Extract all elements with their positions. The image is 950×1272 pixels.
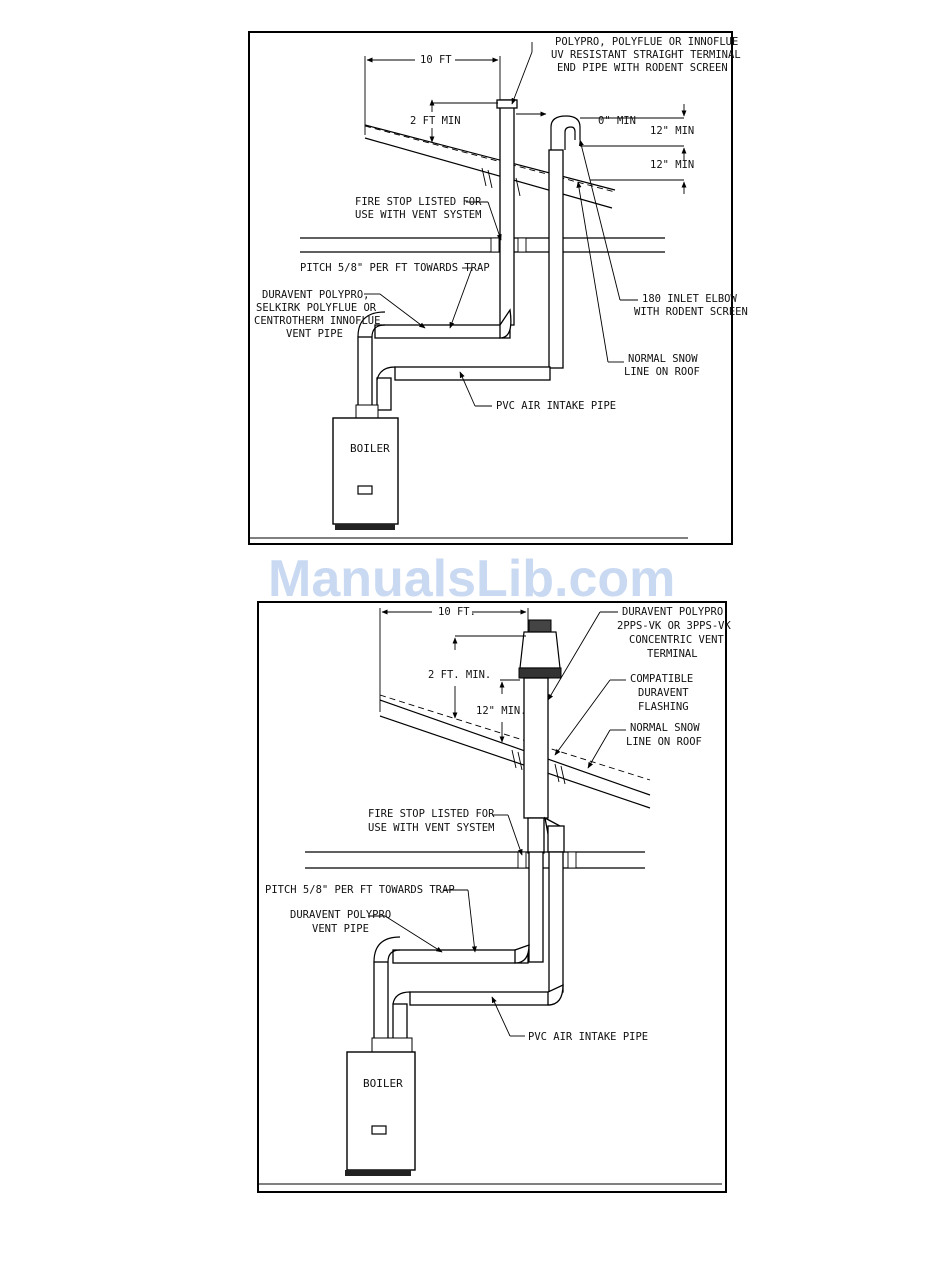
fire-stop-label-top-1: FIRE STOP LISTED FOR [355,196,482,208]
leaders-top [364,42,638,407]
fire-stop-label-top-2: USE WITH VENT SYSTEM [355,209,481,221]
flashing-label-bottom-2: DURAVENT [638,687,689,699]
intake-pipe-top [376,115,581,411]
vent-pipe-label-top-1: DURAVENT POLYPRO, [262,289,369,301]
boiler-bottom: BOILER [345,1037,416,1176]
vent-pipe-top [357,99,518,408]
snow-label-top-2: LINE ON ROOF [624,366,700,378]
dimensions-top [364,56,687,194]
terminal-label-top-1: POLYPRO, POLYFLUE OR INNOFLUE [555,36,738,48]
boiler-top: BOILER [332,404,399,530]
roof-top [364,124,616,209]
fire-stop-label-bottom-2: USE WITH VENT SYSTEM [368,822,494,834]
terminal-label-top-2: UV RESISTANT STRAIGHT TERMINAL [551,49,741,61]
snow-label-top-1: NORMAL SNOW [628,353,698,365]
vent-pipe-label-top-4: VENT PIPE [286,328,343,340]
boiler-label-top: BOILER [350,442,390,455]
concentric-terminal-bottom [518,619,565,854]
snow-label-bottom-1: NORMAL SNOW [630,722,700,734]
terminal-label-bottom-1: DURAVENT POLYPRO [622,606,723,618]
diagram-top: BOILER 10 FT 2 FT MIN 0" MIN 12" MIN 12"… [248,31,748,545]
ceiling-top [300,237,665,253]
terminal-label-bottom-4: TERMINAL [647,648,698,660]
pitch-label-bottom: PITCH 5/8" PER FT TOWARDS TRAP [265,884,455,896]
dim-above-roof-top: 2 FT MIN [410,115,461,127]
leaders-bottom [368,611,626,1037]
diagram-top-frame [248,31,733,545]
dimensions-bottom [379,608,529,743]
boiler-label-bottom: BOILER [363,1077,403,1090]
dim-horizontal-bottom: 10 FT. [438,606,476,618]
vent-pipe-label-top-2: SELKIRK POLYFLUE OR [256,302,377,314]
terminal-label-top-3: END PIPE WITH RODENT SCREEN [557,62,728,74]
flashing-label-bottom-1: COMPATIBLE [630,673,693,685]
snow-label-bottom-2: LINE ON ROOF [626,736,702,748]
terminal-label-bottom-2: 2PPS-VK OR 3PPS-VK [617,620,731,632]
terminal-label-bottom-3: CONCENTRIC VENT [629,634,725,646]
roof-bottom [379,694,651,809]
dim-snow-bottom: 12" MIN. [476,705,527,717]
watermark: ManualsLib.com [268,550,675,608]
intake-label-top: PVC AIR INTAKE PIPE [496,400,616,412]
elbow-label-top-1: 180 INLET ELBOW [642,293,738,305]
vent-pipe-bottom [373,851,544,1041]
pitch-label-top: PITCH 5/8" PER FT TOWARDS TRAP [300,262,490,274]
fire-stop-label-bottom-1: FIRE STOP LISTED FOR [368,808,495,820]
dim-snow-top: 12" MIN [650,159,694,171]
diagram-bottom-frame [257,601,727,1193]
flashing-label-bottom-3: FLASHING [638,701,689,713]
intake-pipe-bottom [392,851,564,1045]
dim-above-roof-bottom: 2 FT. MIN. [428,669,491,681]
dim-horizontal-top: 10 FT [420,54,452,66]
elbow-label-top-2: WITH RODENT SCREEN [634,306,748,318]
dim-separation-top: 0" MIN [598,115,636,127]
diagram-bottom: BOILER 10 FT. 2 FT. MIN. 12" MIN. [257,601,731,1193]
intake-label-bottom: PVC AIR INTAKE PIPE [528,1031,648,1043]
vent-pipe-label-bottom-1: DURAVENT POLYPRO [290,909,391,921]
vent-pipe-label-top-3: CENTROTHERM INNOFLUE [254,315,380,327]
vent-pipe-label-bottom-2: VENT PIPE [312,923,369,935]
ceiling-bottom [305,851,645,869]
dim-elbow-top: 12" MIN [650,125,694,137]
